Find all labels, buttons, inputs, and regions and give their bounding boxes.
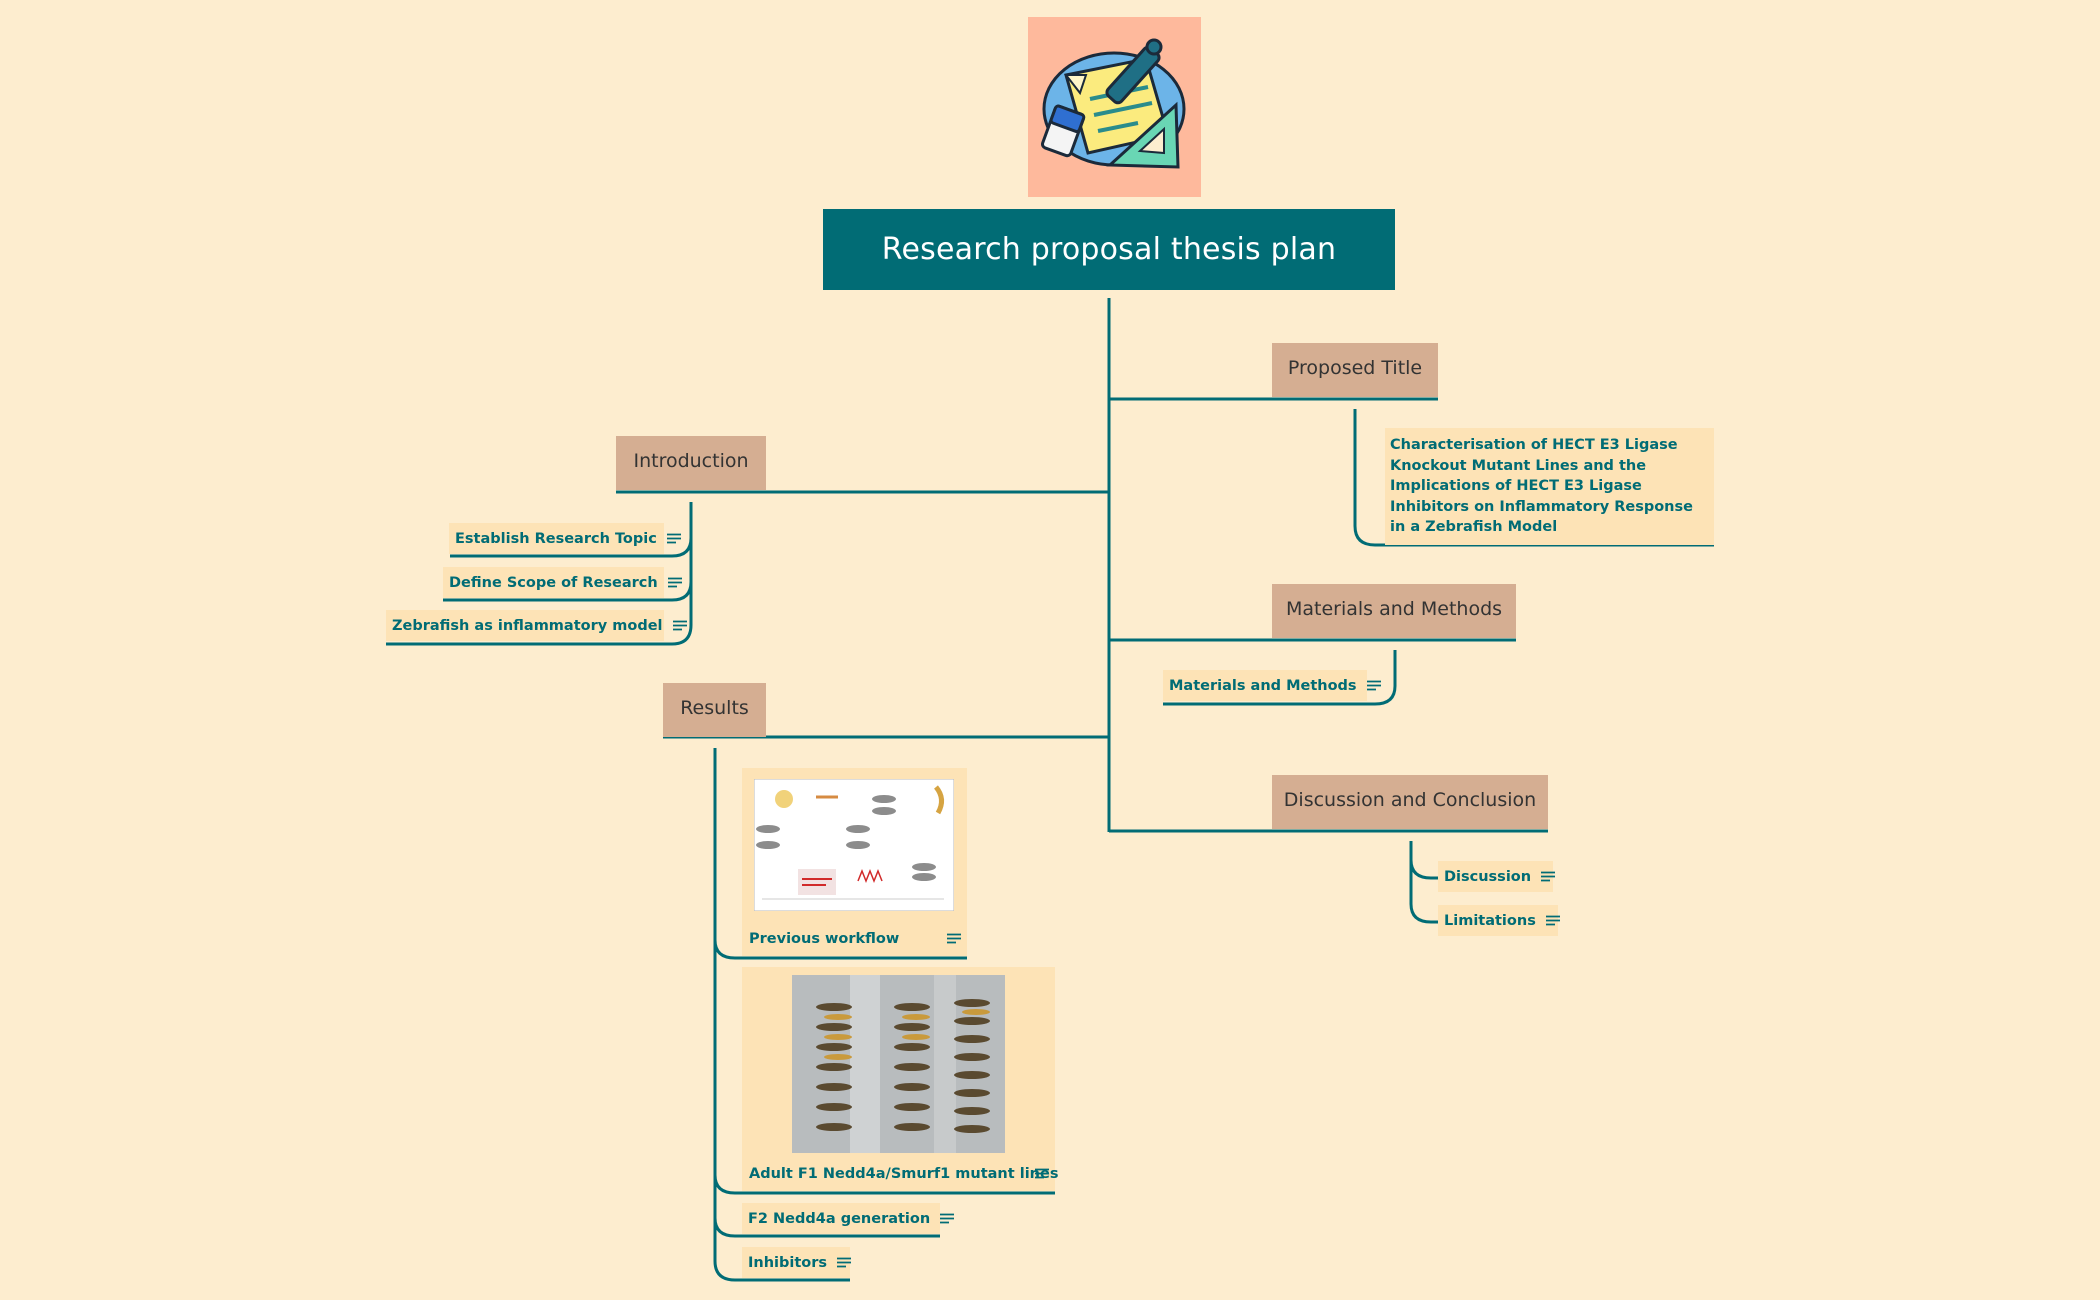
workflow-diagram-image bbox=[754, 779, 954, 911]
leaf-label: Define Scope of Research bbox=[449, 574, 658, 591]
leaf-label: Inhibitors bbox=[748, 1254, 828, 1271]
notes-icon[interactable] bbox=[947, 933, 961, 944]
previous-workflow-card[interactable]: Previous workflow bbox=[742, 768, 967, 956]
branch-discussion-conclusion[interactable]: Discussion and Conclusion bbox=[1272, 775, 1548, 829]
notes-icon[interactable] bbox=[837, 1257, 852, 1268]
leaf-materials-methods[interactable]: Materials and Methods bbox=[1163, 670, 1381, 701]
leaf-define-scope[interactable]: Define Scope of Research bbox=[443, 567, 682, 598]
branch-proposed-title[interactable]: Proposed Title bbox=[1272, 343, 1438, 397]
adult-f1-label: Adult F1 Nedd4a/Smurf1 mutant lines bbox=[749, 1166, 1059, 1182]
leaf-label: Establish Research Topic bbox=[455, 530, 657, 547]
proposed-title-text[interactable]: Characterisation of HECT E3 Ligase Knock… bbox=[1385, 428, 1714, 545]
leaf-inhibitors[interactable]: Inhibitors bbox=[742, 1247, 852, 1278]
notes-icon[interactable] bbox=[1035, 1168, 1049, 1179]
notes-icon[interactable] bbox=[667, 577, 682, 588]
leaf-establish-topic[interactable]: Establish Research Topic bbox=[449, 523, 681, 554]
zebrafish-photo bbox=[792, 975, 1005, 1153]
leaf-limitations[interactable]: Limitations bbox=[1438, 905, 1560, 936]
stationery-icon bbox=[1041, 38, 1186, 169]
stationery-illustration bbox=[1028, 17, 1201, 197]
adult-f1-card[interactable]: Adult F1 Nedd4a/Smurf1 mutant lines bbox=[742, 967, 1059, 1191]
leaf-label: F2 Nedd4a generation bbox=[748, 1210, 931, 1227]
notes-icon[interactable] bbox=[1366, 680, 1381, 691]
leaf-label: Materials and Methods bbox=[1169, 677, 1357, 694]
branch-results[interactable]: Results bbox=[663, 683, 766, 737]
notes-icon[interactable] bbox=[1545, 915, 1560, 926]
leaf-f2-generation[interactable]: F2 Nedd4a generation bbox=[742, 1203, 955, 1234]
previous-workflow-label: Previous workflow bbox=[749, 931, 900, 947]
notes-icon[interactable] bbox=[666, 533, 681, 544]
notes-icon[interactable] bbox=[940, 1213, 955, 1224]
notes-icon[interactable] bbox=[1541, 871, 1556, 882]
leaf-label: Zebrafish as inflammatory model bbox=[392, 617, 663, 634]
branch-introduction[interactable]: Introduction bbox=[616, 436, 766, 490]
central-topic[interactable]: Research proposal thesis plan bbox=[823, 209, 1395, 290]
leaf-zebrafish-model[interactable]: Zebrafish as inflammatory model bbox=[386, 610, 687, 641]
notes-icon[interactable] bbox=[672, 620, 687, 631]
branch-materials-methods[interactable]: Materials and Methods bbox=[1272, 584, 1516, 638]
leaf-discussion[interactable]: Discussion bbox=[1438, 861, 1556, 892]
leaf-label: Discussion bbox=[1444, 868, 1532, 885]
leaf-label: Limitations bbox=[1444, 912, 1536, 929]
